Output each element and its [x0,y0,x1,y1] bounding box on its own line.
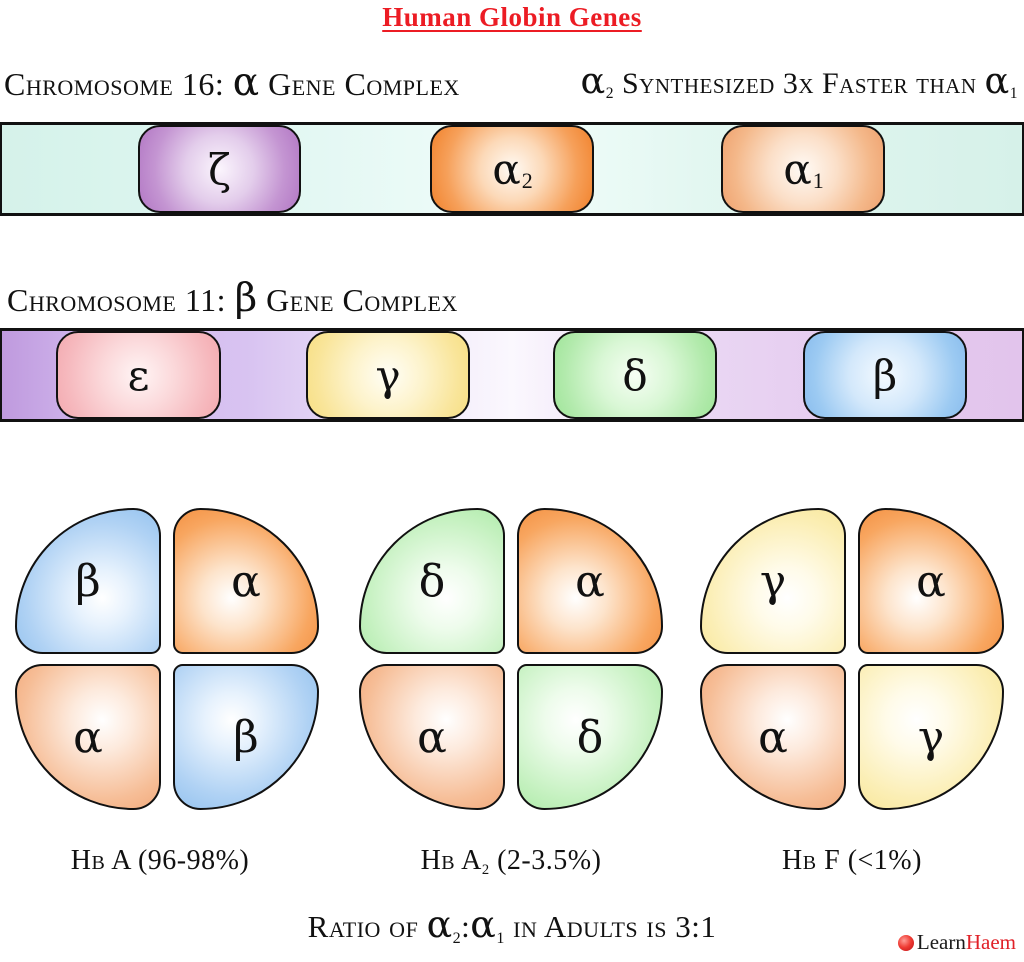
hb-a-tl-symbol: β [75,555,101,607]
epsilon-symbol: ε [127,350,150,400]
hb-a-quadrant-top-right: α [173,508,319,654]
ratio-alpha-1-symbol: α [470,902,497,946]
hb-a-label: Hb A (96-98%) [8,845,312,877]
ratio-alpha-2-symbol: α [426,902,453,946]
alpha-2-symbol: α [580,59,606,102]
hb-a2-quadrant-bottom-left: α [359,664,505,810]
hb-a2-bl-symbol: α [417,711,447,763]
alpha-synthesis-note: α2 Synthesized 3x Faster than α1 [580,62,1018,103]
chromosome-16-heading: Chromosome 16: α Gene Complex [4,63,460,103]
beta-gene-symbol: β [872,350,898,400]
hb-a2-quadrant-bottom-right: δ [517,664,663,810]
gene-box-epsilon: ε [56,331,221,419]
hb-a-tr-symbol: α [231,555,261,607]
alpha-1-gene-subscript: 1 [812,168,824,193]
hb-a2-tr-symbol: α [575,555,605,607]
delta-symbol: δ [622,350,648,400]
hb-a-quadrant-top-left: β [15,508,161,654]
gene-box-zeta: ζ [138,125,301,213]
hb-a-bl-symbol: α [73,711,103,763]
hb-a2-tetramer: δ α α δ [359,508,663,810]
chromosome-11-heading-post: Gene Complex [257,282,458,318]
ratio-alpha-1-subscript: 1 [496,929,505,947]
hb-f-quadrant-top-right: α [858,508,1004,654]
hb-a2-tl-symbol: δ [418,555,446,607]
chromosome-11-bar: ε γ δ β [0,328,1024,422]
chromosome-11-heading-pre: Chromosome 11: [7,282,235,318]
hb-f-quadrant-bottom-right: γ [858,664,1004,810]
gamma-symbol: γ [375,350,401,400]
page-title: Human Globin Genes [382,2,642,32]
hb-f-label-post: (<1%) [840,845,922,876]
learnhaem-logo-learn: Learn [916,930,966,954]
gene-box-delta: δ [553,331,717,419]
hb-a-quadrant-bottom-right: β [173,664,319,810]
hb-f-tl-symbol: γ [759,555,787,607]
hb-a-label-post: (96-98%) [130,845,250,876]
alpha-symbol: α [232,60,260,105]
chromosome-16-heading-pre: Chromosome 16: [4,66,233,102]
hb-a2-label: Hb A2 (2-3.5%) [359,845,663,879]
beta-symbol: β [234,276,258,321]
chromosome-16-heading-post: Gene Complex [259,66,460,102]
ratio-pre: Ratio of [307,909,427,944]
hb-a2-label-pre: Hb A [420,845,482,876]
hb-f-label: Hb F (<1%) [700,845,1004,877]
gene-box-gamma: γ [306,331,470,419]
hb-f-tr-symbol: α [916,555,946,607]
hb-a-label-pre: Hb A [70,845,131,876]
hb-a2-quadrant-top-right: α [517,508,663,654]
gene-box-beta: β [803,331,967,419]
learnhaem-logo-haem: Haem [965,930,1016,954]
alpha-2-subscript: 2 [605,85,614,103]
alpha-2-gene-subscript: 2 [521,168,533,193]
hb-f-label-pre: Hb F [782,845,841,876]
alpha-1-symbol: α [984,59,1010,102]
hb-a2-label-sub: 2 [481,862,490,879]
note-text: Synthesized 3x Faster than [613,67,985,100]
hb-f-quadrant-top-left: γ [700,508,846,654]
hb-a-tetramer: β α α β [15,508,319,810]
learnhaem-logo-icon [897,934,914,951]
chromosome-11-heading: Chromosome 11: β Gene Complex [7,279,458,319]
hb-f-bl-symbol: α [758,711,788,763]
ratio-alpha-2-subscript: 2 [452,929,462,947]
hb-a2-label-post: (2-3.5%) [489,845,602,876]
alpha-2-gene-symbol: α [492,144,521,194]
hb-a-quadrant-bottom-left: α [15,664,161,810]
ratio-colon: : [461,909,471,944]
hb-a2-quadrant-top-left: δ [359,508,505,654]
hb-a-br-symbol: β [233,711,259,763]
alpha-1-gene-symbol: α [783,144,812,194]
hb-f-br-symbol: γ [917,711,945,763]
hb-f-tetramer: γ α α γ [700,508,1004,810]
alpha-1-subscript: 1 [1009,85,1018,103]
ratio-post: in Adults is 3:1 [504,909,717,944]
zeta-symbol: ζ [208,144,231,194]
hb-a2-br-symbol: δ [576,711,604,763]
hb-f-quadrant-bottom-left: α [700,664,846,810]
learnhaem-logo: Learn Haem [897,930,1016,955]
ratio-note: Ratio of α2:α1 in Adults is 3:1 [0,905,1024,947]
